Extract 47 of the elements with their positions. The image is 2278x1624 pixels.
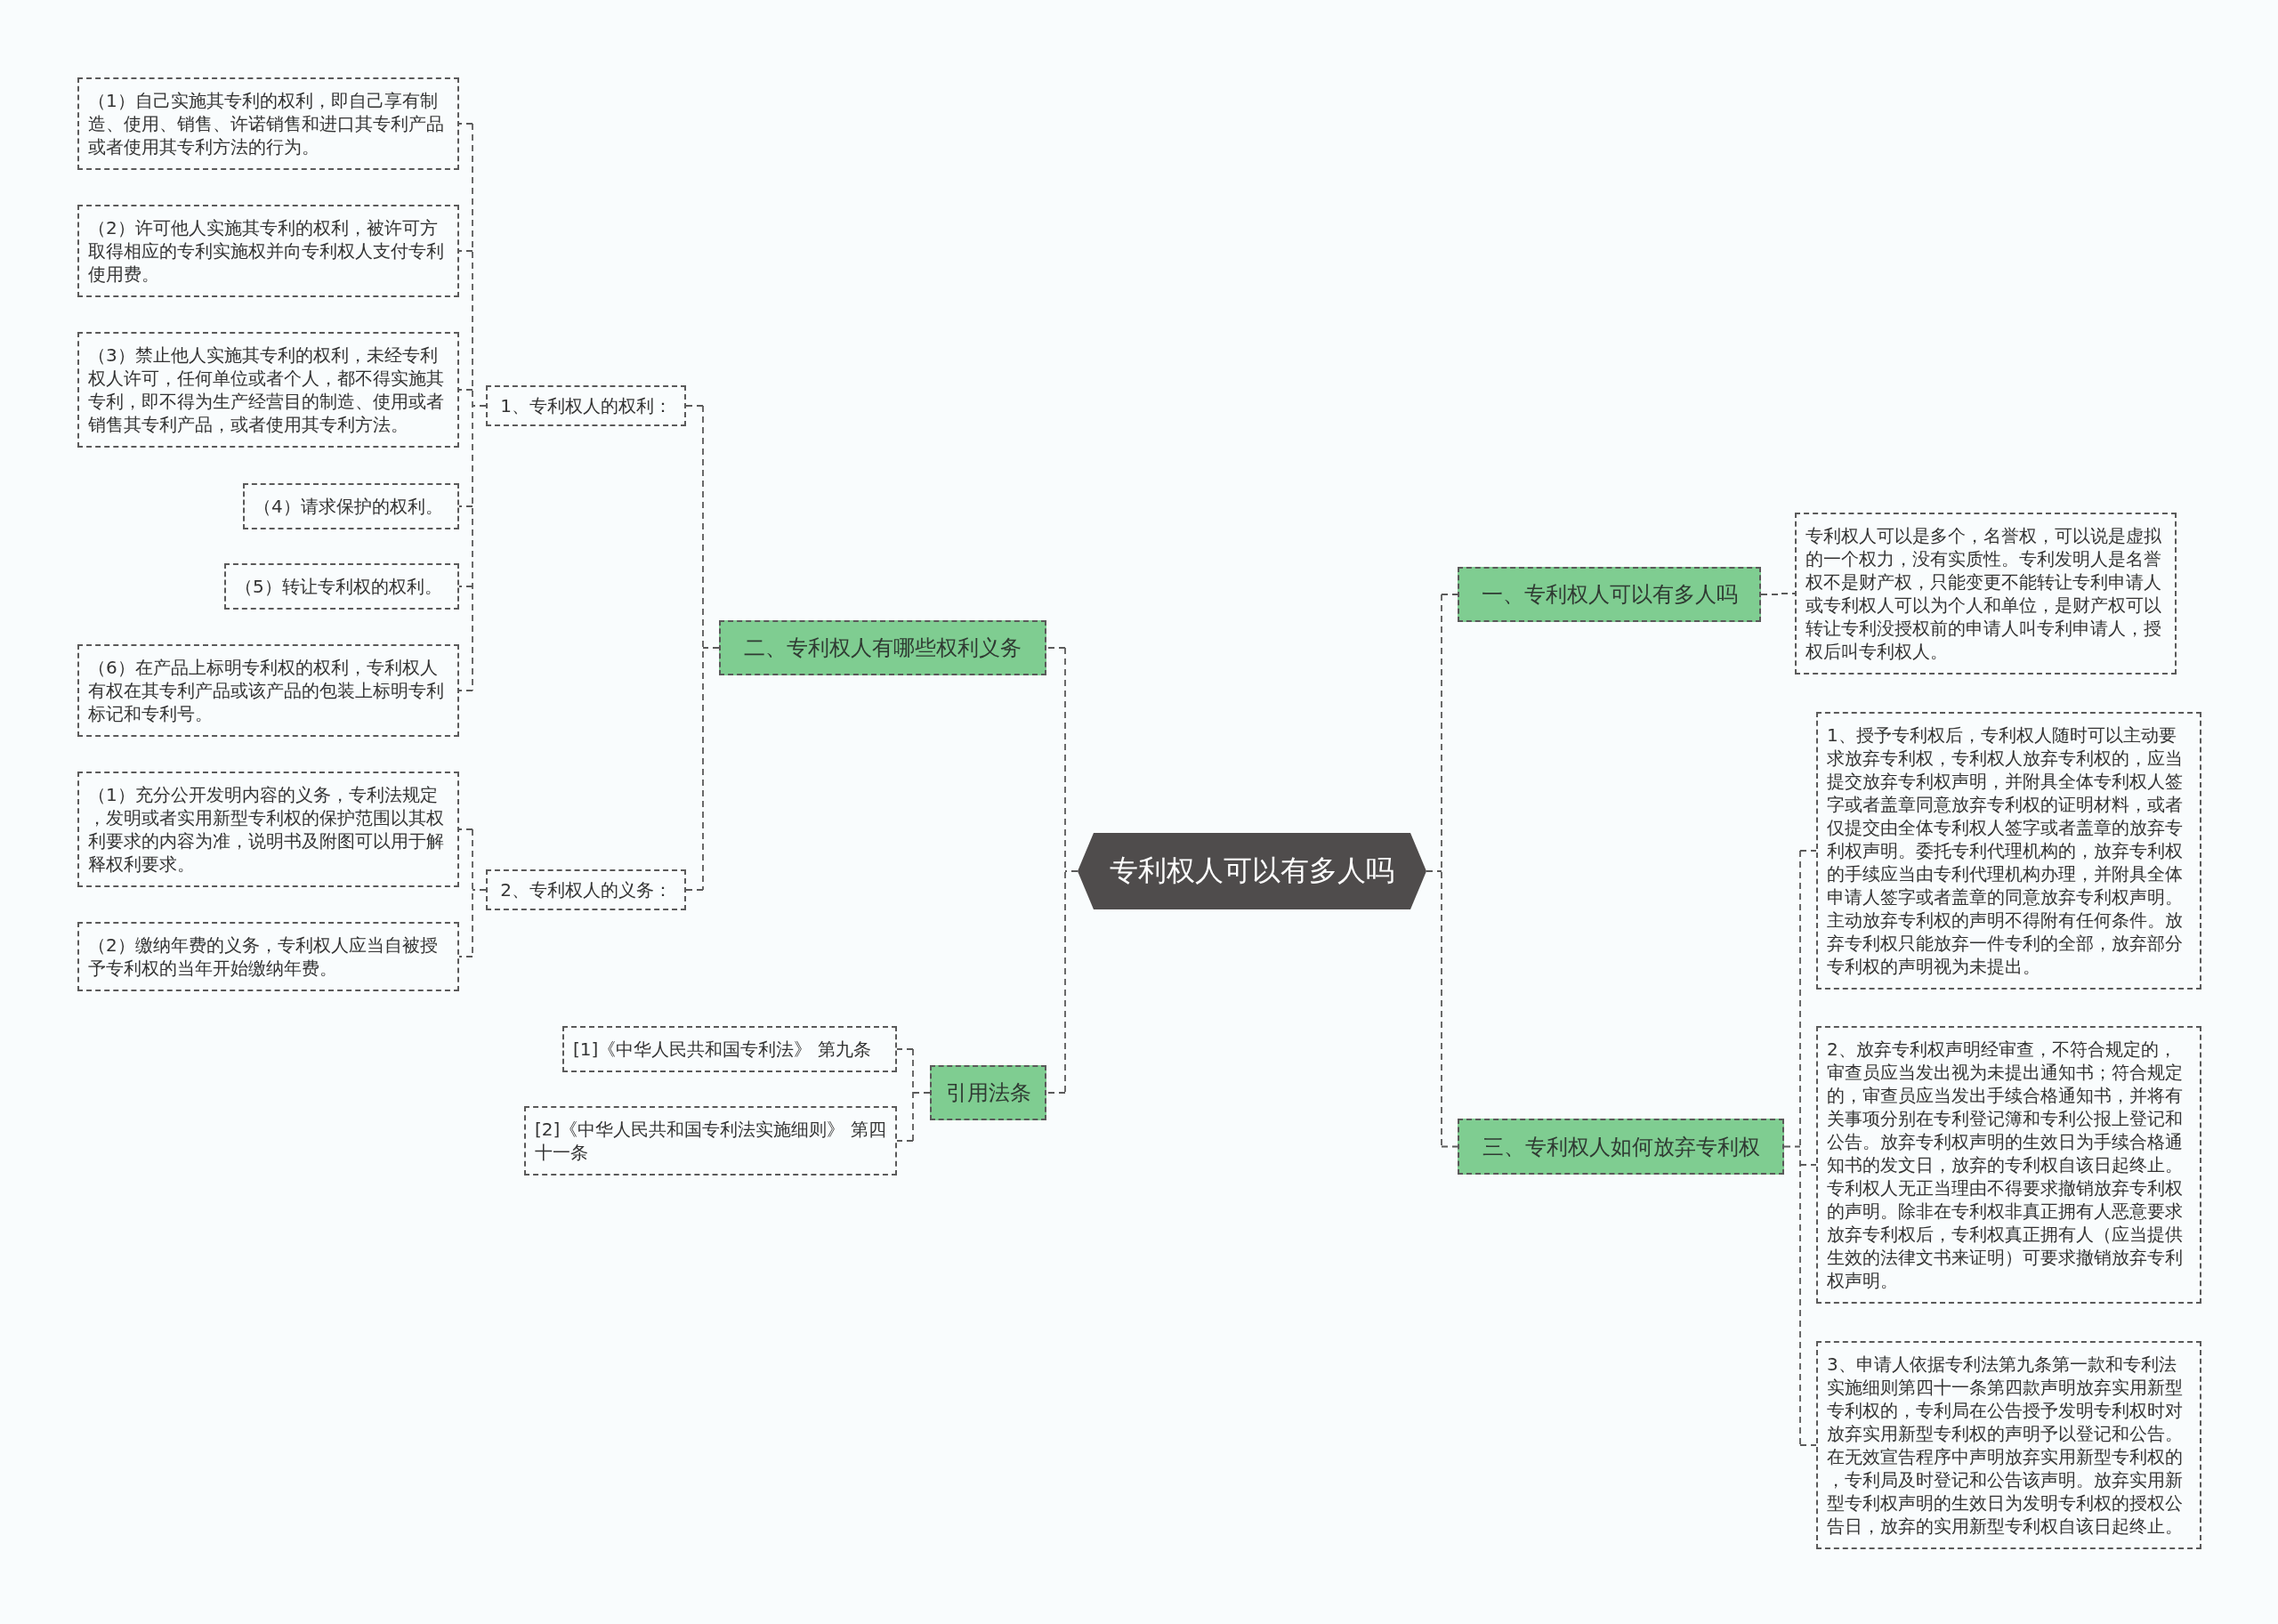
note-card: 1、授予专利权后，专利权人随时可以主动要求放弃专利权，专利权人放弃专利权的，应当提交放弃专利权声明，并附具全体专利权人签字或者盖章同意放弃专利权的证明材料，或者仅提交由全体专利权人签字或者盖章的放弃专利权声明。委托专利代理机构的，放弃专利权的手续应当由专利代理机构办理，并附具全体申请人签字或者盖章的同意放弃专利权声明。主动放弃专利权的声明不得附有任何条件。放弃专利权只能放弃一件专利的全部，放弃部分专利权的声明视为未提出。	[1816, 712, 2201, 990]
connector-line	[1783, 850, 1801, 1446]
note-card: （3）禁止他人实施其专利的权利，未经专利权人许可，任何单位或者个人，都不得实施其专利，即不得为生产经营目的制造、使用或者销售其专利产品，或者使用其专利方法。	[77, 332, 459, 448]
connector-line	[685, 889, 704, 891]
note-card: 2、放弃专利权声明经审查，不符合规定的，审查员应当发出视为未提出通知书；符合规定的，审查员应当发出手续合格通知书，并将有关事项分别在专利登记簿和专利公报上登记和公告。放弃专利权声明的生效日为手续合格通知书的发文日，放弃的专利权自该日起终止。专利权人无正当理由不得要求撤销放弃专利权的声明。除非在专利权非真正拥有人恶意要求放弃专利权后，专利权真正拥有人（应当提供生效的法律文书来证明）可要求撤销放弃专利权声明。	[1816, 1026, 2201, 1304]
connector-line	[1046, 1092, 1066, 1094]
central-topic: 专利权人可以有多人吗	[1078, 833, 1426, 909]
note-card: （5）转让专利权的权利。	[224, 563, 459, 610]
branch-topic: 二、专利权人有哪些权利义务	[719, 620, 1046, 675]
connector-line	[896, 1048, 914, 1050]
connector-line	[458, 586, 473, 587]
connector-line	[458, 828, 473, 830]
connector-line	[1799, 1444, 1817, 1446]
note-card: [1]《中华人民共和国专利法》 第九条	[562, 1026, 897, 1072]
connector-line	[458, 690, 473, 691]
note-card: （4）请求保护的权利。	[243, 483, 459, 529]
connector-line	[1441, 1145, 1458, 1148]
note-card: [2]《中华人民共和国专利法实施细则》 第四十一条	[524, 1106, 897, 1176]
connector-line	[1441, 594, 1458, 595]
connector-line	[912, 1048, 931, 1142]
connector-line	[458, 505, 473, 507]
connector-line	[896, 1140, 914, 1142]
branch-topic: 一、专利权人可以有多人吗	[1458, 567, 1761, 622]
note-card: （2）许可他人实施其专利的权利，被许可方取得相应的专利实施权并向专利权人支付专利使用费。	[77, 205, 459, 297]
connector-line	[1760, 593, 1796, 595]
branch-topic: 三、专利权人如何放弃专利权	[1458, 1119, 1784, 1175]
connector-line	[458, 389, 473, 391]
connector-line	[702, 405, 720, 891]
note-card: （1）自己实施其专利的权利，即自己享有制造、使用、销售、许诺销售和进口其专利产品或者使用其专利方法的行为。	[77, 77, 459, 170]
connector-line	[1046, 647, 1066, 649]
note-card: 3、申请人依据专利法第九条第一款和专利法实施细则第四十一条第四款声明放弃实用新型专利权的，专利局在公告授予发明专利权时对放弃实用新型专利权的声明予以登记和公告。在无效宣告程序中声明放弃实用新型专利权的，专利局及时登记和公告该声明。放弃实用新型专利权声明的生效日为发明专利权的授权公告日，放弃的实用新型专利权自该日起终止。	[1816, 1341, 2201, 1549]
connector-line	[1799, 850, 1817, 852]
subtopic: 2、专利权人的义务：	[486, 869, 686, 910]
connector-line	[472, 123, 487, 691]
connector-line	[458, 956, 473, 957]
connector-line	[685, 405, 704, 407]
subtopic: 1、专利权人的权利：	[486, 385, 686, 426]
note-card: （6）在产品上标明专利权的权利，专利权人有权在其专利产品或该产品的包装上标明专利标记和专利号。	[77, 644, 459, 737]
connector-line	[1799, 1164, 1817, 1166]
note-card: 专利权人可以是多个，名誉权，可以说是虚拟的一个权力，没有实质性。专利发明人是名誉权不是财产权，只能变更不能转让专利申请人或专利权人可以为个人和单位，是财产权可以转让专利没授权前的申请人叫专利申请人，授权后叫专利权人。	[1795, 513, 2177, 675]
note-card: （1）充分公开发明内容的义务，专利法规定，发明或者实用新型专利权的保护范围以其权利要求的内容为准，说明书及附图可以用于解释权利要求。	[77, 772, 459, 887]
connector-line	[1064, 647, 1078, 1094]
connector-line	[458, 123, 473, 125]
connector-line	[458, 250, 473, 252]
connector-line	[1426, 594, 1442, 1148]
note-card: （2）缴纳年费的义务，专利权人应当自被授予专利权的当年开始缴纳年费。	[77, 922, 459, 991]
branch-topic: 引用法条	[930, 1065, 1046, 1120]
